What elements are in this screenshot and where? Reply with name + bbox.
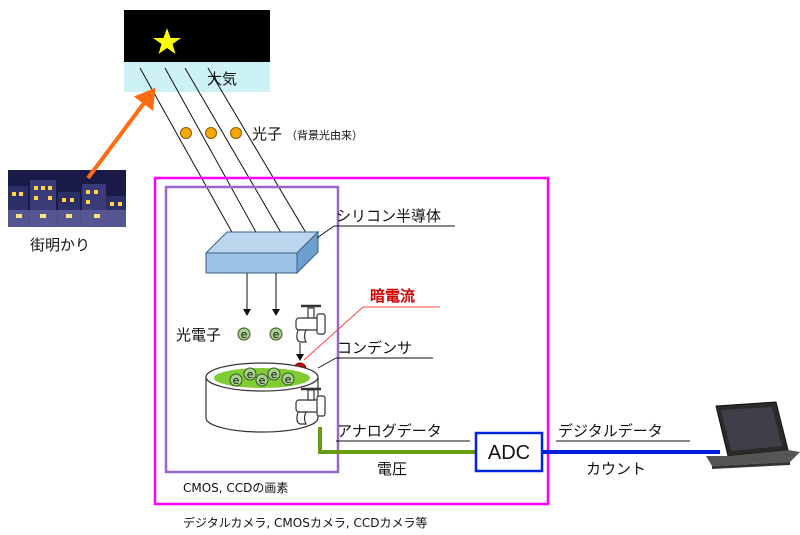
photon-note: （背景光由来） — [286, 128, 363, 142]
electron-symbol: e — [273, 328, 280, 341]
camera-label: デジタルカメラ, CMOSカメラ, CCDカメラ等 — [183, 515, 427, 530]
dark-current-leader — [303, 306, 364, 361]
stray-light-arrow — [86, 87, 156, 180]
count-label: カウント — [586, 460, 646, 478]
voltage-label: 電圧 — [377, 460, 407, 478]
pixel-label: CMOS, CCDの画素 — [183, 481, 288, 495]
svg-text:e: e — [259, 374, 266, 387]
silicon-label: シリコン半導体 — [336, 207, 441, 225]
electron-dot — [269, 327, 283, 341]
photons — [180, 127, 242, 139]
faucet-bottom-icon — [295, 387, 326, 425]
streetlight-label: 街明かり — [30, 236, 90, 254]
capacitor-label: コンデンサ — [337, 339, 412, 357]
stored-electrons: e e e e e — [229, 367, 295, 387]
camera-frame — [153, 176, 550, 506]
photon-dot — [205, 127, 217, 139]
photon-dot — [230, 127, 242, 139]
capacitor-leader — [317, 357, 337, 369]
analog-data-label: アナログデータ — [337, 422, 442, 440]
adc-box — [474, 431, 544, 473]
svg-text:e: e — [247, 368, 254, 381]
photon-rays — [139, 67, 313, 244]
electron-symbol: e — [241, 328, 248, 341]
city-lights-image — [8, 170, 126, 227]
svg-text:e: e — [233, 374, 240, 387]
photoelectrons: e e — [237, 327, 283, 341]
analog-wire — [318, 427, 476, 454]
digital-data-label: デジタルデータ — [558, 422, 663, 440]
laptop-icon — [706, 401, 800, 469]
svg-text:e: e — [285, 373, 292, 386]
star-icon — [153, 28, 181, 54]
silicon-leader — [316, 225, 335, 239]
silicon-block — [204, 230, 320, 275]
photoelectron-label: 光電子 — [176, 326, 221, 344]
photon-label: 光子 — [252, 125, 282, 143]
photon-dot — [180, 127, 192, 139]
svg-text:e: e — [271, 368, 278, 381]
adc-label: ADC — [488, 442, 530, 464]
electron-dot — [237, 327, 251, 341]
atmosphere-label: 大気 — [207, 70, 237, 88]
dark-current-label: 暗電流 — [370, 287, 415, 305]
atmosphere-band — [124, 62, 270, 92]
faucet-top-icon — [295, 304, 326, 343]
night-sky — [124, 10, 270, 62]
